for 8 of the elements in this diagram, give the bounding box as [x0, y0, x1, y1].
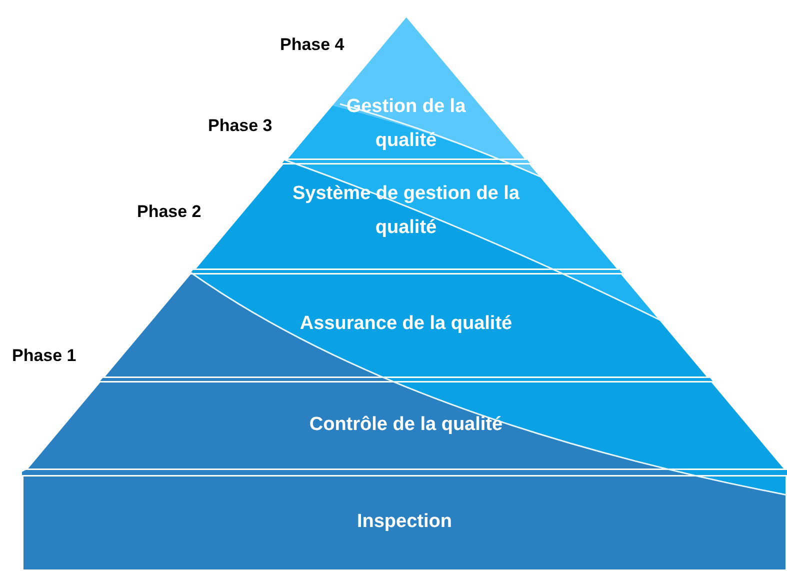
level-label: Gestion de la qualité: [345, 95, 467, 153]
phase-label: Phase 2: [137, 202, 202, 222]
phase-label: Phase 4: [280, 35, 344, 55]
level-label: Inspection: [356, 510, 453, 534]
phase-label: Phase 1: [12, 346, 76, 366]
level-label: Contrôle de la qualité: [308, 413, 504, 437]
phase-label: Phase 3: [208, 116, 272, 136]
level-label: Assurance de la qualité: [298, 312, 514, 336]
